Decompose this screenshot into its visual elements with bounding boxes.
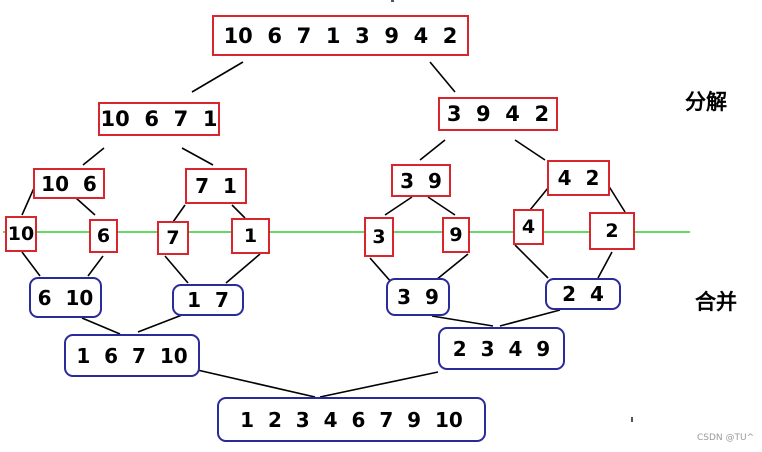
connector-rl-3	[384, 196, 413, 216]
merge-box-1-6-7-10: 1 6 7 10	[64, 334, 200, 377]
merge-label: 合并	[695, 290, 737, 314]
connector-lr-7	[172, 204, 186, 223]
connector-left-lr	[181, 147, 214, 166]
connector-right-rr	[514, 139, 546, 161]
split-leaf-9: 9	[442, 217, 470, 253]
split-leaf-7: 7	[157, 221, 189, 255]
split-rr-box: 4 2	[547, 160, 610, 196]
speck-mark	[391, 0, 394, 2]
connector-2-m4	[597, 251, 613, 279]
connector-1-m2	[225, 253, 261, 284]
merge-box-2-3-4-9: 2 3 4 9	[438, 327, 565, 370]
merge-box-3-9: 3 9	[386, 278, 450, 316]
connector-root-left	[191, 61, 244, 93]
connector-9-m3	[435, 253, 469, 281]
split-leaf-3: 3	[364, 217, 394, 257]
watermark: CSDN @TU^	[697, 433, 755, 443]
decompose-label: 分解	[685, 90, 727, 114]
connector-ll-6	[75, 197, 96, 216]
split-leaf-10: 10	[5, 216, 37, 252]
split-rl-box: 3 9	[391, 164, 451, 197]
split-left-box: 10 6 7 1	[98, 102, 220, 136]
split-ll-box: 10 6	[33, 168, 105, 199]
connector-lr-1	[231, 204, 246, 219]
speck-mark	[631, 417, 633, 422]
connector-3-m3	[369, 257, 393, 284]
connector-root-right	[429, 61, 456, 93]
connector-m5-final	[192, 368, 316, 398]
connector-4-m4	[514, 244, 549, 279]
connector-m2-m5	[137, 314, 183, 333]
connector-7-m2	[164, 255, 189, 284]
merge-box-1-7: 1 7	[172, 284, 244, 316]
merge-box-final: 1 2 3 4 6 7 9 10	[217, 397, 486, 442]
connector-10-m1	[21, 251, 41, 277]
connector-right-rl	[419, 139, 446, 161]
connector-rl-9	[427, 196, 456, 216]
connector-m1-m5	[81, 317, 121, 335]
connector-m6-final	[319, 371, 439, 398]
split-leaf-4: 4	[513, 209, 544, 245]
connector-rr-4	[529, 187, 549, 211]
merge-box-2-4: 2 4	[545, 278, 621, 310]
split-lr-box: 7 1	[185, 168, 247, 204]
connector-ll-10	[21, 187, 35, 216]
connector-m4-m6	[499, 309, 561, 327]
split-right-box: 3 9 4 2	[438, 97, 558, 131]
split-root-box: 10 6 7 1 3 9 4 2	[212, 15, 469, 56]
merge-box-6-10: 6 10	[29, 277, 102, 318]
split-leaf-1: 1	[231, 218, 270, 254]
connector-m3-m6	[431, 315, 494, 327]
connector-6-m1	[87, 255, 104, 277]
split-leaf-2: 2	[589, 212, 635, 250]
split-leaf-6: 6	[89, 219, 118, 253]
connector-left-ll	[82, 147, 105, 166]
